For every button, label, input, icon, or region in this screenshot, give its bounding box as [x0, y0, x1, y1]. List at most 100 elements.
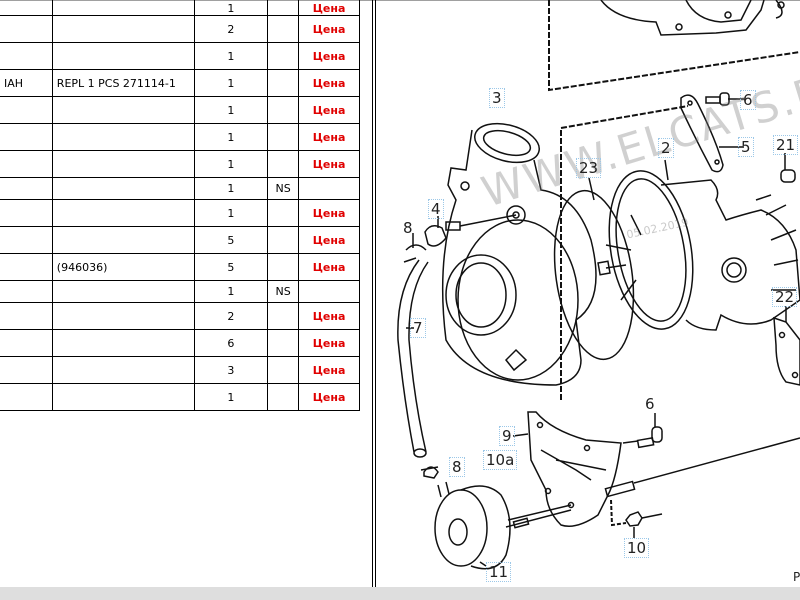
- callout-6-lower[interactable]: 6: [645, 395, 655, 413]
- flag-cell: [267, 69, 300, 97]
- part-name-cell: [0, 226, 53, 254]
- note-cell: [51, 0, 195, 16]
- table-row[interactable]: 1 Цена: [0, 0, 360, 16]
- fitting-part-4: [424, 214, 517, 247]
- price-link[interactable]: Цена: [298, 69, 360, 97]
- price-link[interactable]: Цена: [298, 329, 360, 357]
- callout-23[interactable]: 23: [576, 158, 602, 178]
- callout-8-lower[interactable]: 8: [449, 457, 465, 477]
- top-border: [0, 0, 800, 1]
- table-row[interactable]: 1 Цена: [0, 42, 360, 70]
- table-row[interactable]: 1 Цена: [0, 383, 360, 411]
- note-cell: [51, 199, 195, 227]
- note-cell: [51, 226, 195, 254]
- flag-cell: [267, 96, 300, 124]
- quantity-cell: 1: [193, 383, 269, 411]
- hose-clip-part-8: [420, 466, 439, 479]
- note-cell: REPL 1 PCS 271114-1: [51, 69, 195, 97]
- price-link[interactable]: Цена: [298, 383, 360, 411]
- horizontal-scrollbar[interactable]: [0, 587, 800, 600]
- callout-5[interactable]: 5: [738, 137, 754, 157]
- callout-4[interactable]: 4: [428, 199, 444, 219]
- part-name-cell: [0, 302, 53, 330]
- callout-8[interactable]: 8: [403, 219, 413, 237]
- exhaust-manifold: [600, 0, 785, 36]
- quantity-cell: 1: [193, 42, 269, 70]
- bolt-part-21: [780, 169, 796, 183]
- callout-11[interactable]: 11: [486, 562, 512, 582]
- flag-cell: [267, 226, 300, 254]
- quantity-cell: 3: [193, 356, 269, 384]
- callout-2[interactable]: 2: [658, 138, 674, 158]
- turbocharger-drawing: [397, 0, 800, 570]
- callout-22[interactable]: 22: [772, 287, 798, 307]
- gasket-part-23: [553, 189, 635, 361]
- bracket-part-9: [527, 411, 622, 527]
- quantity-cell: 1: [193, 69, 269, 97]
- flag-cell: [267, 302, 300, 330]
- price-link[interactable]: Цена: [298, 226, 360, 254]
- quantity-cell: 1: [193, 123, 269, 151]
- price-link[interactable]: Цена: [298, 42, 360, 70]
- note-cell: [51, 302, 195, 330]
- flag-cell: NS: [267, 177, 300, 200]
- callout-7[interactable]: 7: [410, 318, 426, 338]
- callout-21[interactable]: 21: [773, 135, 799, 155]
- price-link[interactable]: Цена: [298, 302, 360, 330]
- price-link[interactable]: Цена: [298, 123, 360, 151]
- note-cell: [51, 42, 195, 70]
- flag-cell: [267, 383, 300, 411]
- table-row[interactable]: 3 Цена: [0, 356, 360, 384]
- callout-6[interactable]: 6: [740, 90, 756, 110]
- wastegate-actuator-part-11: [434, 481, 572, 570]
- table-row[interactable]: 2 Цена: [0, 15, 360, 43]
- bracket-part-5: [680, 92, 730, 173]
- price-link[interactable]: Цена: [298, 253, 360, 281]
- flag-cell: [267, 329, 300, 357]
- quantity-cell: 2: [193, 15, 269, 43]
- price-link[interactable]: Цена: [298, 0, 360, 16]
- callout-10a[interactable]: 10a: [483, 450, 518, 470]
- quantity-cell: 5: [193, 226, 269, 254]
- callout-9[interactable]: 9: [499, 426, 515, 446]
- quantity-cell: 1: [193, 280, 269, 303]
- flag-cell: [267, 253, 300, 281]
- price-link[interactable]: Цена: [298, 356, 360, 384]
- hose-clip-part-8: [403, 244, 427, 263]
- turbine-housing-part-3: [441, 122, 597, 386]
- flag-cell: [267, 0, 300, 16]
- quantity-cell: 1: [193, 0, 269, 16]
- price-link[interactable]: Цена: [298, 15, 360, 43]
- flag-cell: [267, 150, 300, 178]
- price-link[interactable]: Цена: [298, 96, 360, 124]
- part-name-cell: [0, 15, 53, 43]
- bracket-part-22: [773, 316, 800, 386]
- flag-cell: [267, 123, 300, 151]
- table-row[interactable]: 5 Цена: [0, 226, 360, 254]
- callout-10[interactable]: 10: [624, 538, 650, 558]
- part-name-cell: [0, 356, 53, 384]
- price-link[interactable]: Цена: [298, 199, 360, 227]
- nut-part-10: [625, 511, 643, 527]
- bolt-part-6: [636, 436, 655, 449]
- flag-cell: [267, 356, 300, 384]
- part-name-cell: [0, 280, 53, 303]
- price-link: [298, 177, 360, 200]
- exploded-parts-diagram: WWW.ELCATS.RU 05.02.2019 3 6 5 2 21 23 4…: [376, 0, 800, 587]
- price-link[interactable]: Цена: [298, 150, 360, 178]
- callout-3[interactable]: 3: [489, 88, 505, 108]
- table-row[interactable]: 1 Цена: [0, 123, 360, 151]
- part-name-cell: [0, 42, 53, 70]
- table-row[interactable]: 6 Цена: [0, 329, 360, 357]
- quantity-cell: 6: [193, 329, 269, 357]
